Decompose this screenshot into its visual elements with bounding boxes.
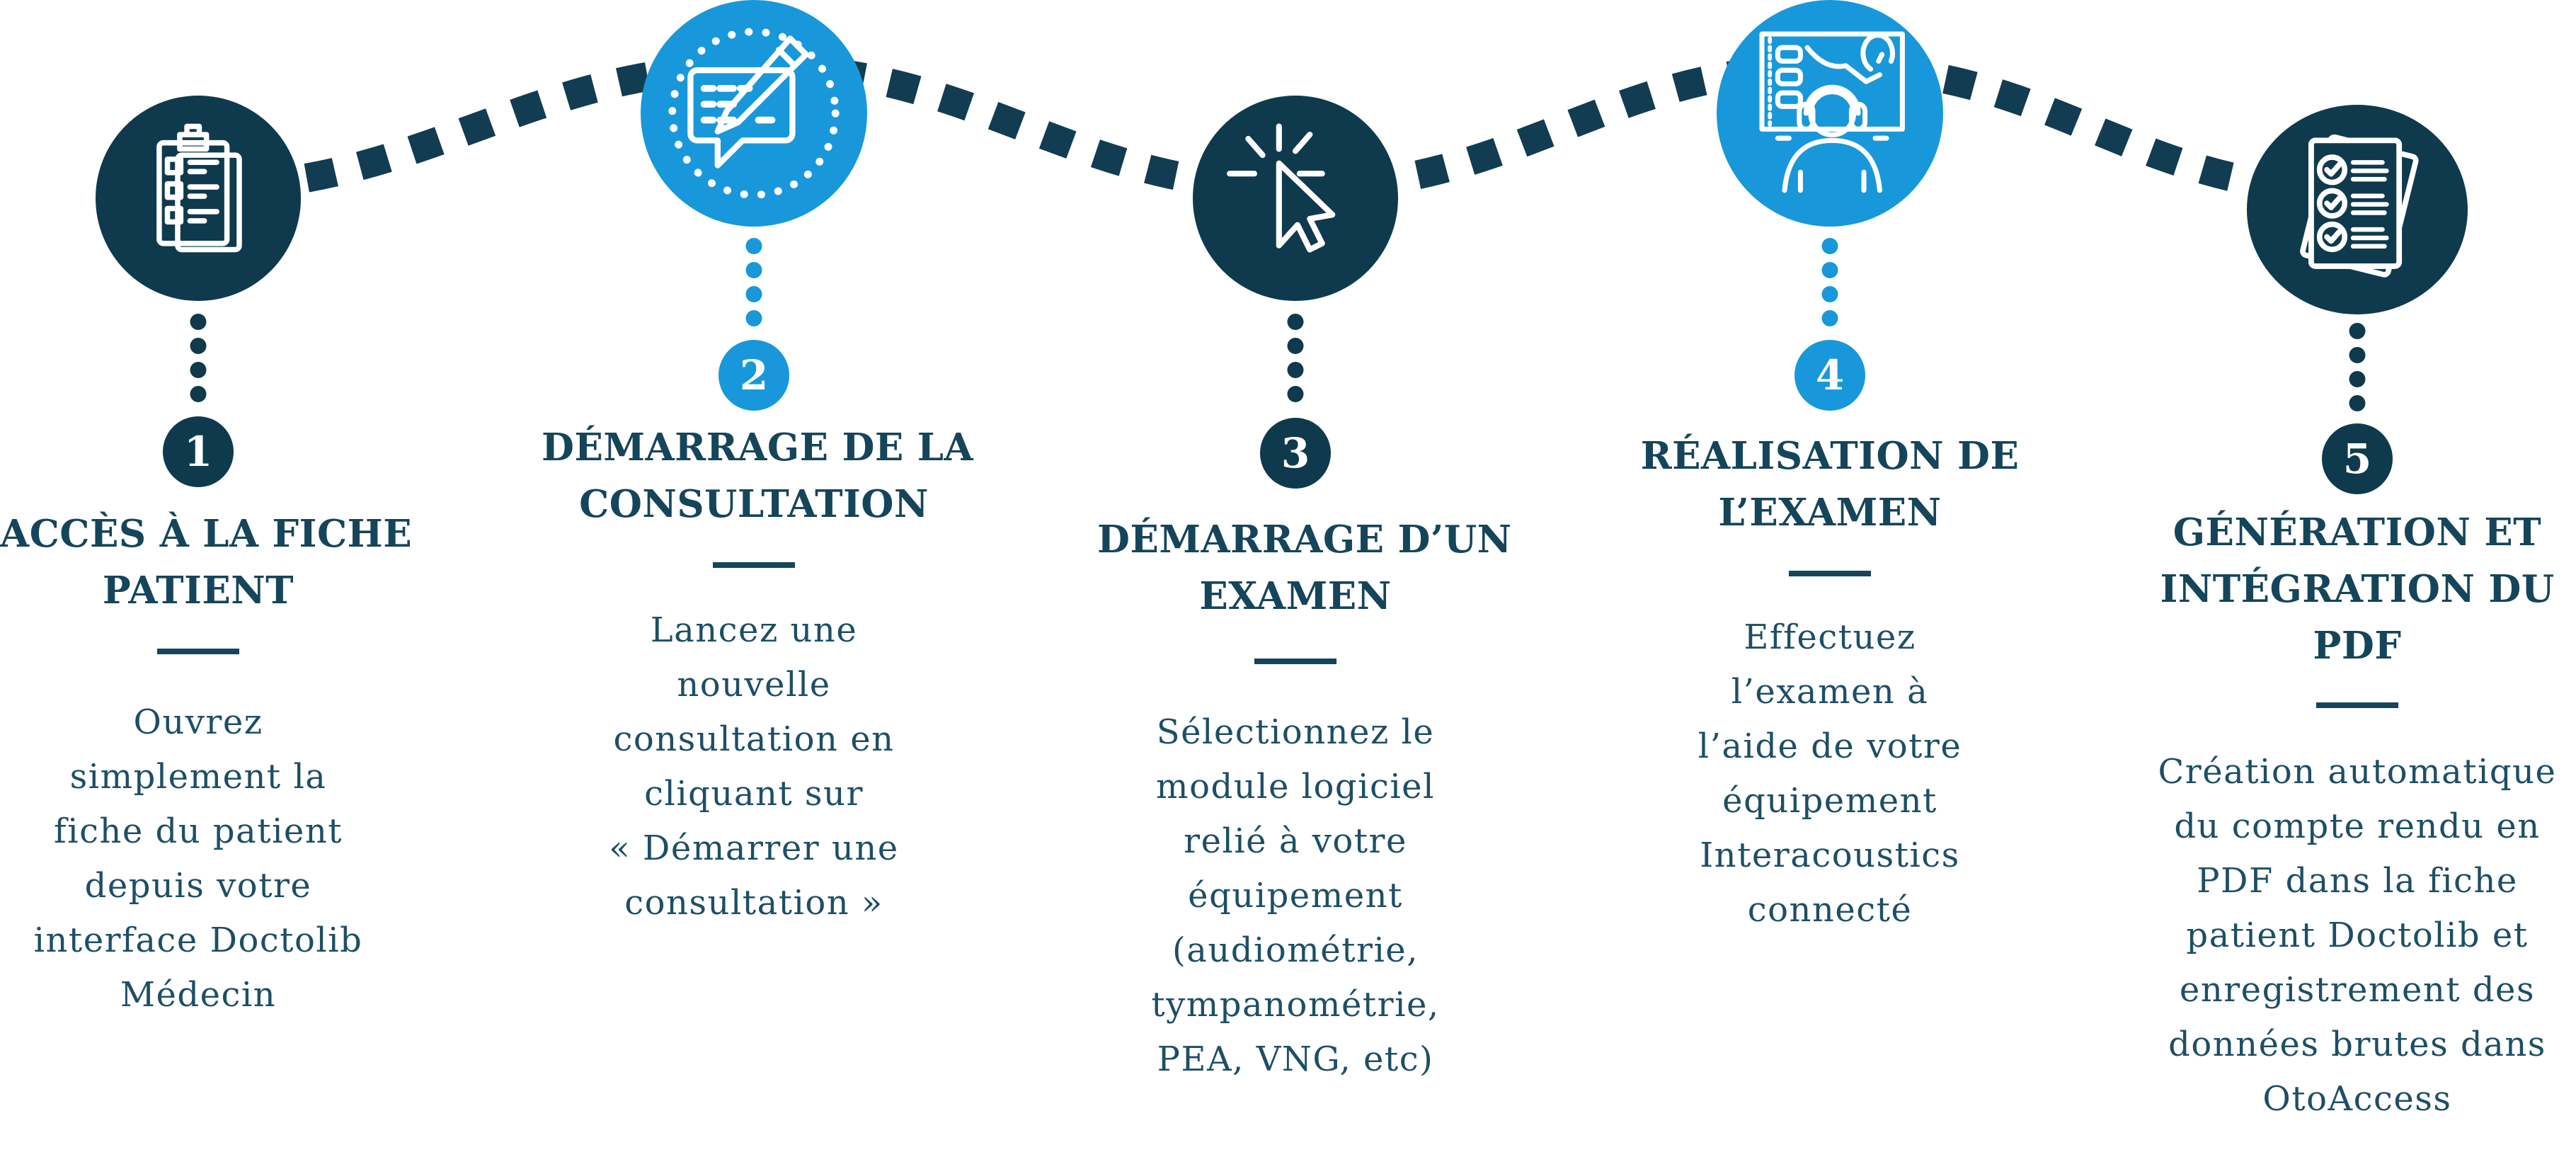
step-1-circle bbox=[96, 96, 301, 301]
step-3-number: 3 bbox=[1281, 429, 1310, 477]
step-2-description: Lancez une nouvelle consultation en cliq… bbox=[609, 610, 899, 923]
step-2-number: 2 bbox=[739, 351, 769, 399]
step-1-divider bbox=[157, 649, 239, 654]
step-4-divider bbox=[1789, 571, 1871, 576]
step-2: 2 DÉMARRAGE DE LA CONSULTATION Lancez un… bbox=[542, 0, 974, 1157]
patient-headphones-audiogram-icon bbox=[1759, 31, 1905, 193]
step-4-number: 4 bbox=[1815, 351, 1845, 399]
step-2-circle bbox=[641, 0, 867, 227]
step-5-description: Création automatique du compte rendu en … bbox=[2158, 752, 2557, 1119]
step-1-drop-dots bbox=[190, 314, 207, 402]
step-4-title: RÉALISATION DE L’EXAMEN bbox=[1640, 434, 2020, 535]
step-4-drop-dots bbox=[1821, 238, 1838, 326]
step-1-number-badge: 1 bbox=[163, 416, 234, 487]
cursor-click-icon bbox=[1227, 123, 1336, 253]
step-1: 1 ACCÈS À LA FICHE PATIENT Ouvrez simple… bbox=[0, 0, 413, 1157]
step-5-circle bbox=[2247, 105, 2468, 314]
step-5-number-badge: 5 bbox=[2322, 423, 2393, 494]
step-4-number-badge: 4 bbox=[1794, 340, 1865, 411]
step-3-divider bbox=[1254, 659, 1336, 664]
step-5-number: 5 bbox=[2342, 435, 2372, 483]
step-4-circle bbox=[1717, 0, 1943, 227]
step-5-divider bbox=[2316, 702, 2398, 708]
step-5: 5 GÉNÉRATION ET INTÉGRATION DU PDF Créat… bbox=[2117, 0, 2576, 1157]
report-documents-checked-icon bbox=[2300, 134, 2419, 278]
step-1-number: 1 bbox=[183, 428, 213, 476]
step-3-description: Sélectionnez le module logiciel relié à … bbox=[1151, 712, 1440, 1079]
step-5-drop-dots bbox=[2349, 323, 2366, 411]
step-3-title: DÉMARRAGE D’UN EXAMEN bbox=[1097, 518, 1512, 618]
step-3-circle bbox=[1193, 96, 1398, 301]
step-2-number-badge: 2 bbox=[719, 340, 789, 411]
step-2-title: DÉMARRAGE DE LA CONSULTATION bbox=[542, 426, 974, 526]
step-1-title: ACCÈS À LA FICHE PATIENT bbox=[0, 512, 413, 612]
step-3-number-badge: 3 bbox=[1260, 418, 1331, 489]
step-4-description: Effectuez l’examen à l’aide de votre équ… bbox=[1698, 617, 1962, 930]
chat-bubble-pencil-icon bbox=[668, 28, 840, 199]
step-2-divider bbox=[713, 562, 795, 568]
step-2-drop-dots bbox=[745, 238, 762, 326]
step-5-title: GÉNÉRATION ET INTÉGRATION DU PDF bbox=[2160, 511, 2555, 668]
step-3-drop-dots bbox=[1287, 314, 1304, 402]
clipboard-checklist-icon bbox=[156, 123, 242, 253]
step-3: 3 DÉMARRAGE D’UN EXAMEN Sélectionnez le … bbox=[1097, 0, 1512, 1157]
step-1-description: Ouvrez simplement la fiche du patient de… bbox=[33, 702, 363, 1015]
step-4: 4 RÉALISATION DE L’EXAMEN Effectuez l’ex… bbox=[1632, 0, 2028, 1157]
